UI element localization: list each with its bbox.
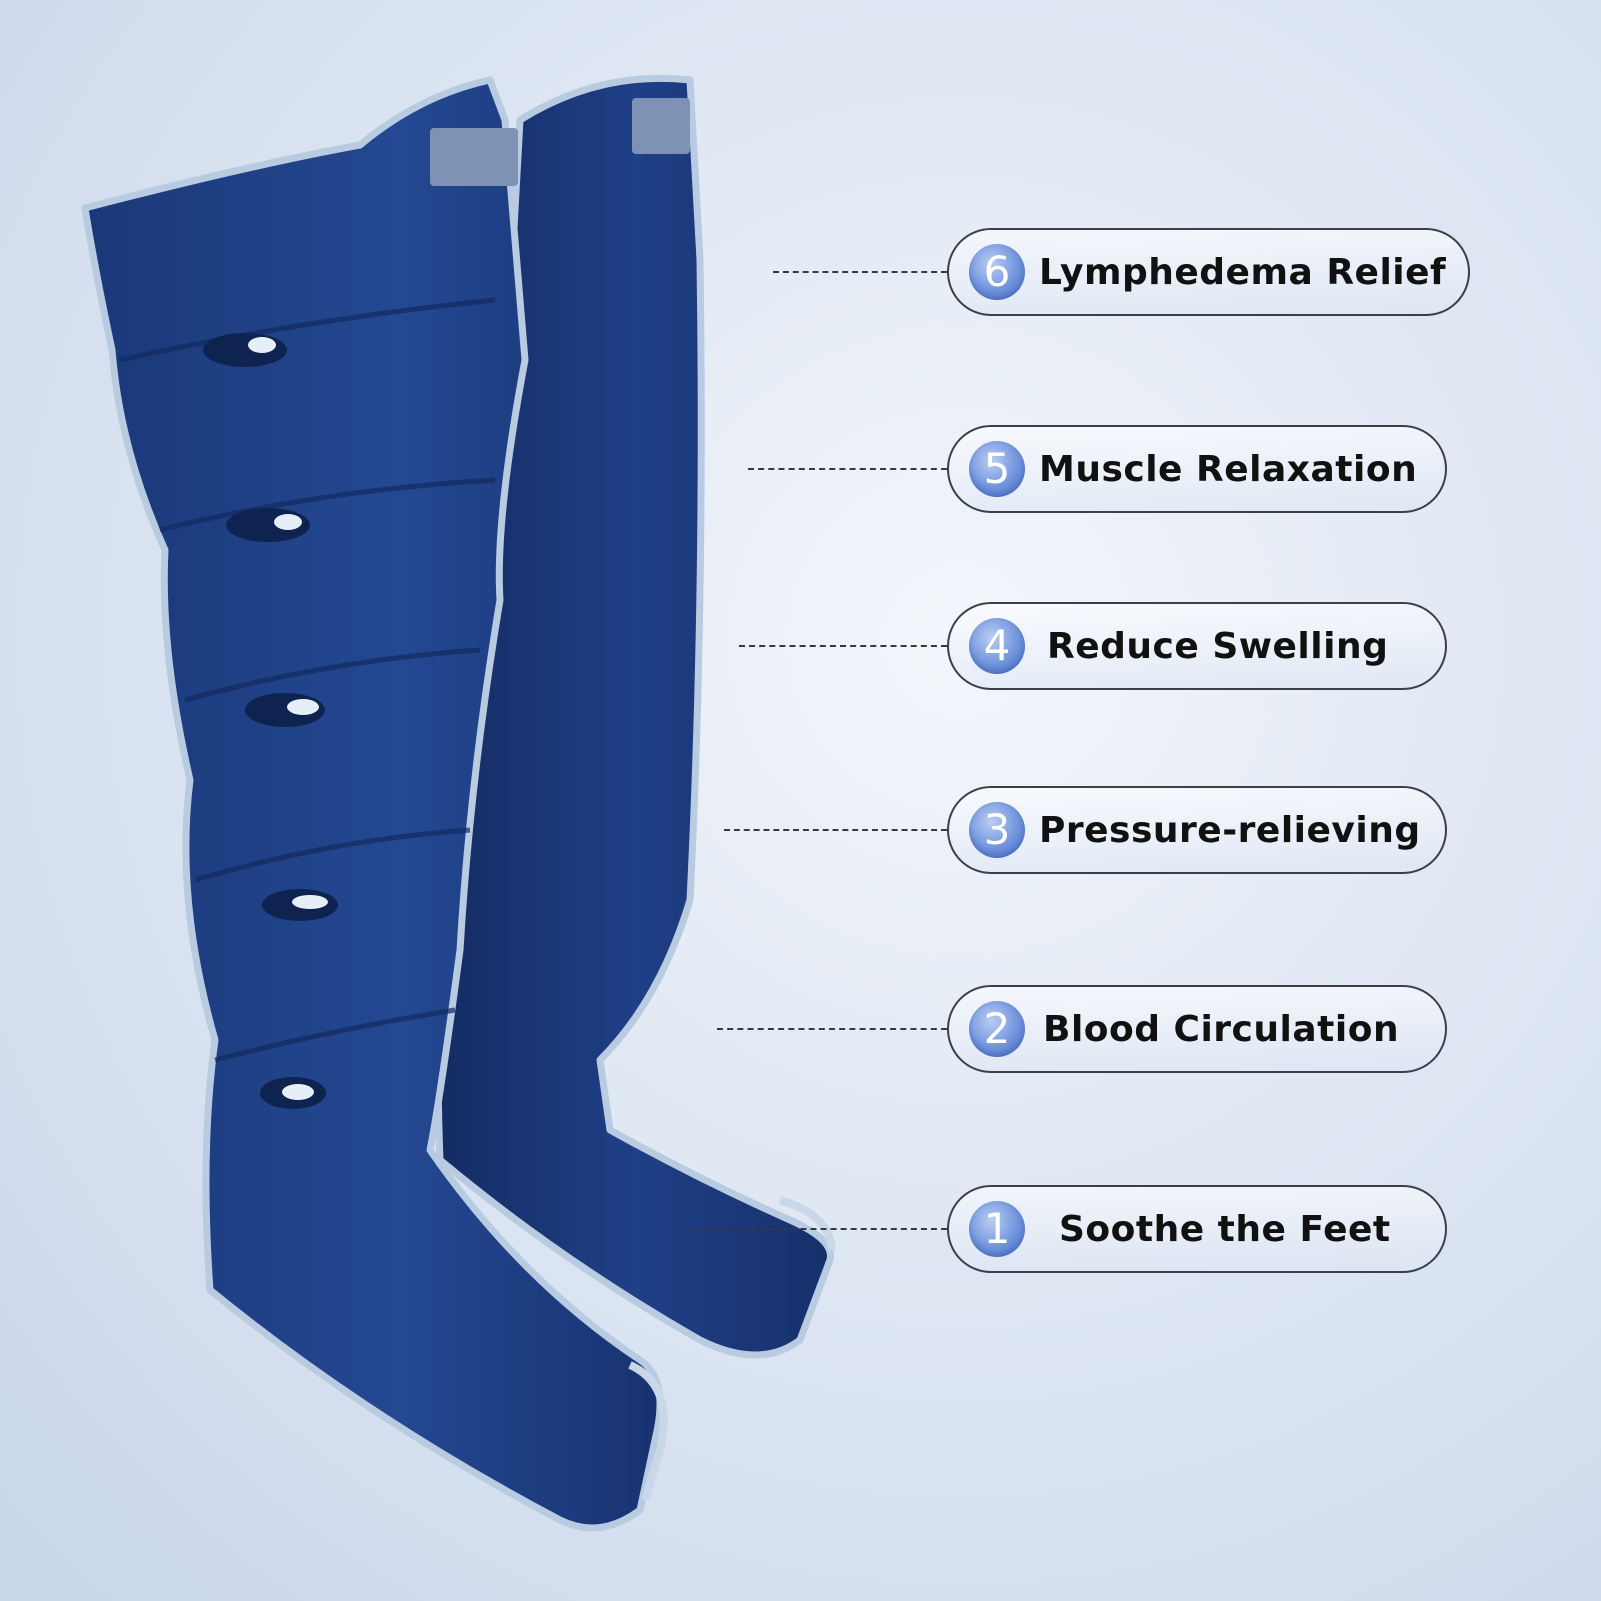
- callout-muscle-relaxation: 5 Muscle Relaxation: [947, 425, 1447, 513]
- front-leg-sleeve: [81, 76, 668, 1532]
- callout-pressure-relieving: 3 Pressure-relieving: [947, 786, 1447, 874]
- front-velcro-strap: [430, 128, 518, 186]
- number-badge: 3: [969, 802, 1025, 858]
- callout-label: Muscle Relaxation: [1039, 448, 1418, 490]
- callout-label: Pressure-relieving: [1039, 809, 1421, 851]
- air-port-6: [203, 333, 287, 367]
- callout-label: Blood Circulation: [1043, 1008, 1400, 1050]
- number-badge: 6: [969, 244, 1025, 300]
- leader-line-5: [748, 468, 947, 470]
- callout-blood-circulation: 2 Blood Circulation: [947, 985, 1447, 1073]
- callout-label: Reduce Swelling: [1047, 625, 1389, 667]
- leader-line-3: [724, 829, 947, 831]
- callout-label: Lymphedema Relief: [1039, 251, 1447, 293]
- number-badge: 5: [969, 441, 1025, 497]
- callout-soothe-the-feet: 1 Soothe the Feet: [947, 1185, 1447, 1273]
- leader-line-1: [690, 1228, 947, 1230]
- leader-line-6: [773, 271, 947, 273]
- number-badge: 4: [969, 618, 1025, 674]
- back-velcro-strap: [632, 98, 690, 154]
- callout-lymphedema-relief: 6 Lymphedema Relief: [947, 228, 1470, 316]
- number-badge: 2: [969, 1001, 1025, 1057]
- callout-label: Soothe the Feet: [1059, 1208, 1391, 1250]
- leader-line-2: [717, 1028, 947, 1030]
- callout-reduce-swelling: 4 Reduce Swelling: [947, 602, 1447, 690]
- leader-line-4: [739, 645, 947, 647]
- number-badge: 1: [969, 1201, 1025, 1257]
